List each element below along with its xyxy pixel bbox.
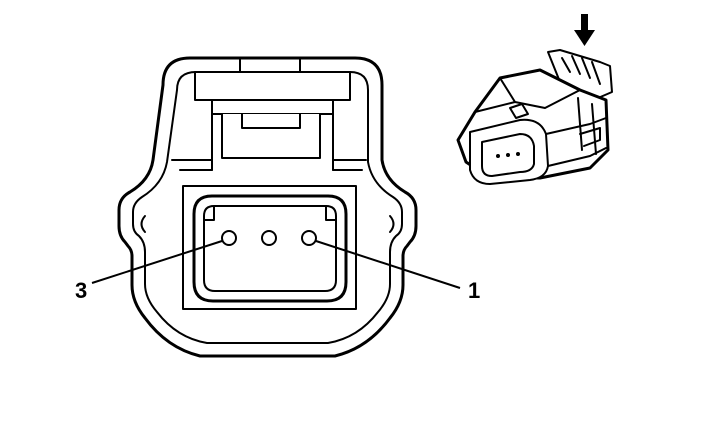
pin-label-3: 3 xyxy=(75,278,87,303)
arrow-down-icon xyxy=(574,14,595,46)
housing-inner-contour xyxy=(132,71,403,344)
pin-1 xyxy=(301,230,317,246)
iso-latch-ribs xyxy=(561,55,601,85)
latch-tab xyxy=(221,114,321,159)
connector-face-view xyxy=(117,56,418,358)
latch-tab-inner xyxy=(241,113,301,129)
pin-2 xyxy=(261,230,277,246)
iso-latch-window xyxy=(509,103,529,119)
iso-pin-b xyxy=(506,153,510,157)
side-ear-right xyxy=(389,215,395,233)
leader-line-pin-3 xyxy=(91,240,223,284)
key-notch-right xyxy=(325,205,337,221)
latch-bar xyxy=(211,99,334,115)
latch-slot xyxy=(194,71,351,171)
iso-top-face xyxy=(474,77,581,113)
leader-line-pin-1 xyxy=(315,240,461,289)
iso-side-step xyxy=(579,127,601,147)
iso-pin-a xyxy=(496,154,500,158)
ledge-right xyxy=(332,159,367,171)
iso-side-details xyxy=(545,97,607,167)
pin-label-1: 1 xyxy=(468,278,480,303)
terminal-cavity xyxy=(192,194,348,303)
iso-pin-c xyxy=(516,152,520,156)
key-notch-left xyxy=(203,205,215,221)
connector-isometric-view xyxy=(456,14,613,185)
ledge-left xyxy=(171,159,213,171)
side-ear-left xyxy=(140,215,146,233)
terminal-cavity-inner xyxy=(203,205,337,292)
pin-3 xyxy=(221,230,237,246)
